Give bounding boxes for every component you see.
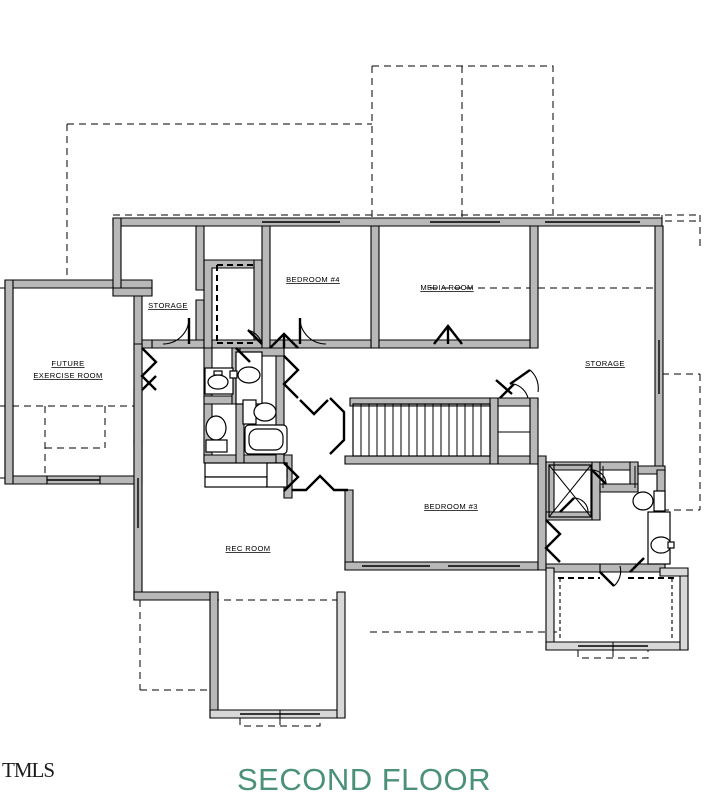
toilet-hall-bath-icon xyxy=(205,415,228,453)
room-label-future-exercise-line1: FUTURE xyxy=(51,359,84,368)
vanity-sink-right-icon xyxy=(647,511,675,565)
bathtub-icon xyxy=(244,424,288,455)
room-label-rec-room: REC ROOM xyxy=(226,544,271,553)
roof-outline-dashed xyxy=(0,65,701,691)
room-label-bedroom-3: BEDROOM #3 xyxy=(424,502,478,511)
wall-structure xyxy=(4,217,689,719)
page-title: SECOND FLOOR xyxy=(236,762,492,797)
vanity-sink-upper-icon xyxy=(229,351,263,405)
tmls-logo: TMLS xyxy=(2,758,55,782)
room-label-future-exercise-line2: EXERCISE ROOM xyxy=(33,371,102,380)
windows xyxy=(133,217,640,727)
room-labels: FUTURE EXERCISE ROOM STORAGE BEDROOM #4 … xyxy=(33,275,625,553)
staircase xyxy=(352,403,491,457)
room-label-media-room: MEDIA ROOM xyxy=(420,283,473,292)
toilet-right-bath-icon xyxy=(632,490,666,512)
room-label-storage-right: STORAGE xyxy=(585,359,625,368)
counter-run-icon xyxy=(204,462,288,488)
vanity-sink-hall-icon xyxy=(204,367,234,395)
room-label-storage-left: STORAGE xyxy=(148,301,188,310)
room-label-bedroom-4: BEDROOM #4 xyxy=(286,275,340,284)
toilet-secondary-icon xyxy=(242,399,277,425)
plumbing-fixtures xyxy=(204,351,675,565)
doors xyxy=(140,317,645,587)
